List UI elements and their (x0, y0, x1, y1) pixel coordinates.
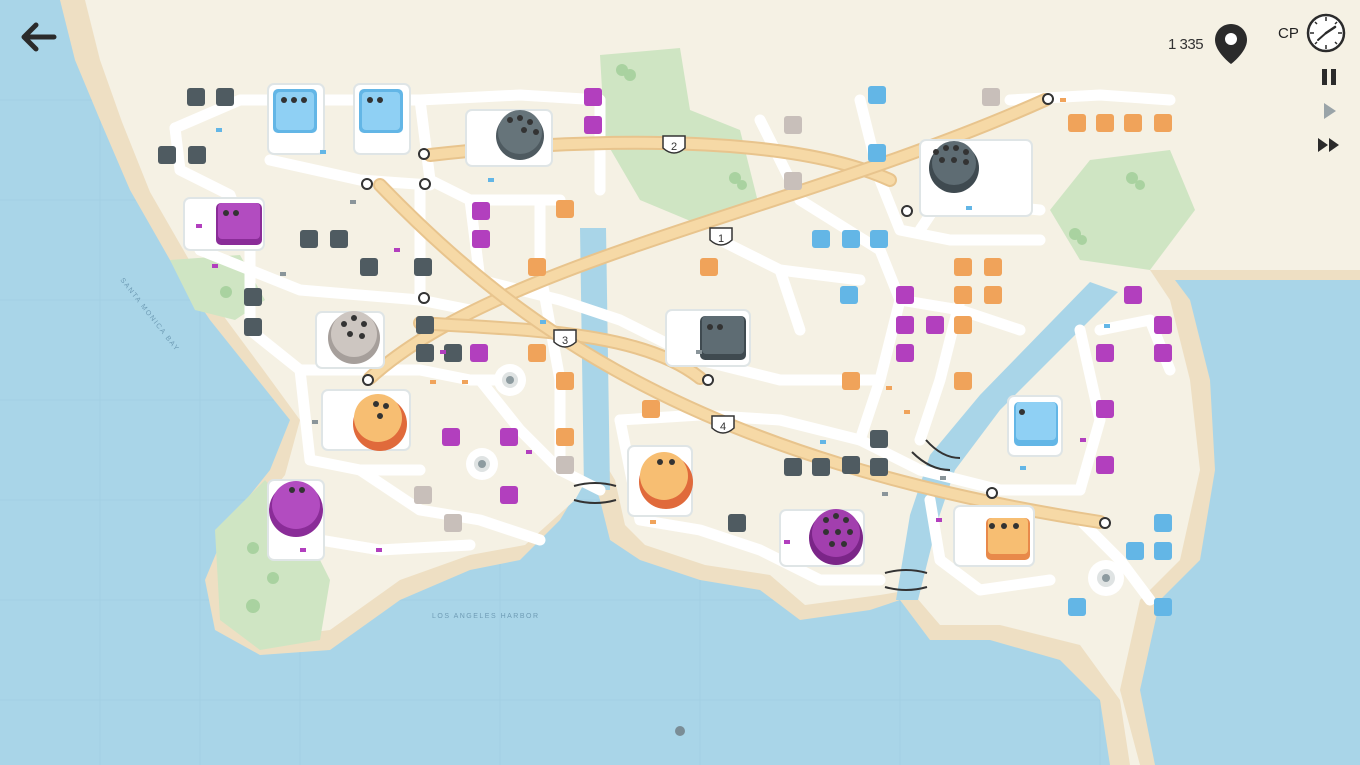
fast-forward-icon (1318, 138, 1339, 152)
score-counter: 1 335 (1168, 22, 1249, 66)
pause-button[interactable] (1312, 62, 1346, 92)
highway-shield-3: 3 (553, 329, 577, 348)
destination-blue-1 (273, 89, 317, 133)
destination-purple-2 (269, 481, 323, 537)
clock-icon (1306, 13, 1346, 53)
demand-pins (223, 97, 1025, 547)
page-indicator-dot (675, 726, 685, 736)
arrow-left-icon (21, 22, 57, 52)
highway-shields: 2 1 3 4 (553, 135, 735, 434)
destination-purple-1 (216, 203, 262, 245)
water-label-la-harbor: LOS ANGELES HARBOR (432, 613, 540, 620)
land (85, 0, 1360, 765)
svg-text:2: 2 (671, 141, 677, 153)
trees (220, 64, 1145, 613)
destination-gray-2 (700, 316, 746, 360)
highway-shield-1: 1 (709, 227, 733, 246)
pause-icon (1322, 69, 1336, 85)
houses (158, 86, 1172, 616)
fast-forward-button[interactable] (1312, 130, 1346, 160)
map-pin-icon (1215, 24, 1248, 64)
svg-text:4: 4 (720, 421, 726, 433)
clock-widget: CP (1278, 12, 1347, 54)
clock-label: CP (1278, 24, 1299, 42)
back-button[interactable] (18, 20, 62, 54)
destination-blue-3 (1014, 402, 1058, 446)
east-water (1140, 280, 1360, 765)
highway-shield-4: 4 (711, 415, 735, 434)
play-icon (1324, 103, 1336, 119)
destination-blue-2 (359, 89, 403, 133)
score-value: 1 335 (1168, 35, 1204, 53)
svg-text:3: 3 (562, 335, 568, 347)
svg-text:1: 1 (718, 233, 724, 245)
bridges (573, 439, 961, 591)
play-button[interactable] (1312, 96, 1346, 126)
cars (196, 98, 1110, 552)
roundabouts (466, 364, 1124, 596)
highway-nodes[interactable] (361, 93, 1111, 529)
destination-orange-2 (639, 452, 693, 509)
highway-shield-2: 2 (662, 135, 686, 154)
